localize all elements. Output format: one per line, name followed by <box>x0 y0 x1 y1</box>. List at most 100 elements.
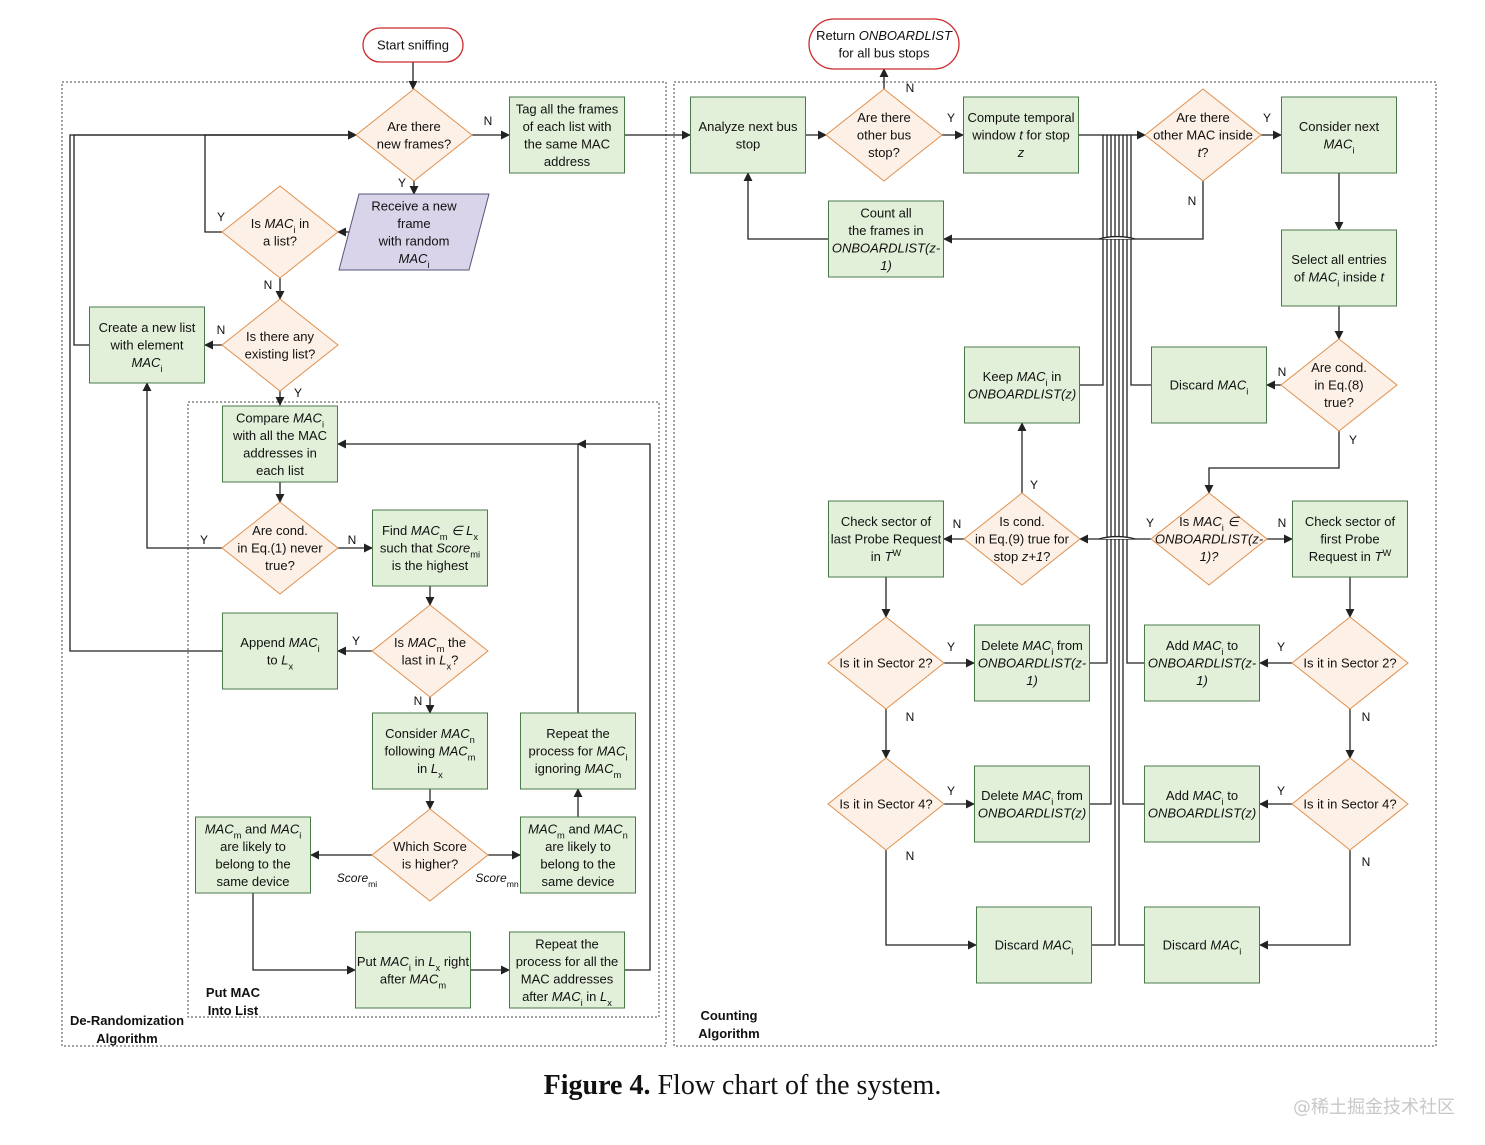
node-text: Are cond. <box>252 523 308 538</box>
node-text: belong to the <box>215 856 290 871</box>
node-text: Is it in Sector 2? <box>839 656 932 671</box>
node-text: Append MACi <box>240 635 319 654</box>
node-d_s2L: Is it in Sector 2? <box>827 616 945 710</box>
node-text: Are cond. <box>1311 360 1367 375</box>
node-text: Compute temporal <box>968 110 1075 125</box>
node-text: ONBOARDLIST(z) <box>968 386 1076 401</box>
node-text: addresses in <box>243 445 317 460</box>
node-text: MACi <box>399 251 430 270</box>
edge-label: Y <box>947 640 955 654</box>
node-text: process for MACi <box>529 744 628 763</box>
node-text: MACm and MACi <box>205 821 302 840</box>
node-text: Create a new list <box>99 320 196 335</box>
node-text: Put MACi in Lx right <box>357 954 470 973</box>
node-text: Check sector of <box>841 514 932 529</box>
node-text: stop z+1? <box>994 549 1051 564</box>
node-text: other MAC inside <box>1153 128 1253 143</box>
flow-arrow <box>73 130 357 346</box>
node-text: of MACi inside t <box>1294 269 1386 288</box>
node-text: MACi <box>132 355 163 374</box>
node-text: Are there <box>1176 110 1229 125</box>
edge-label: Y <box>352 634 360 648</box>
node-text: ignoring MACm <box>535 761 622 780</box>
edge-label: Y <box>1146 516 1154 530</box>
edge-label: Y <box>947 784 955 798</box>
node-d_s4L: Is it in Sector 4? <box>827 757 945 851</box>
loop-back-line <box>1089 135 1108 664</box>
loop-back-line <box>1126 135 1145 664</box>
node-text: frame <box>397 216 430 231</box>
node-text: for all bus stops <box>838 45 930 60</box>
container-put_mac-title: Put MAC <box>206 985 261 1000</box>
node-text: Are there <box>857 110 910 125</box>
flow-arrow <box>252 893 356 975</box>
node-text: Is cond. <box>999 514 1045 529</box>
container-put_mac <box>187 401 660 1018</box>
node-d_eq8: Are cond.in Eq.(8)true? <box>1280 338 1398 432</box>
edge-label: Y <box>947 111 955 125</box>
node-text: Which Score <box>393 839 467 854</box>
node-d_score: Which Score is higher? <box>371 808 489 902</box>
node-text: address <box>544 154 591 169</box>
node-text: 1) <box>880 258 892 273</box>
node-text: are likely to <box>545 839 611 854</box>
node-text: are likely to <box>220 839 286 854</box>
node-text: Is it in Sector 2? <box>1303 656 1396 671</box>
edge-label: Y <box>1277 784 1285 798</box>
node-text: Add MACi to <box>1166 638 1238 657</box>
node-text: Compare MACi <box>236 410 324 429</box>
node-text: stop <box>736 136 761 151</box>
node-text: in Eq.(1) never <box>237 541 323 556</box>
node-text: Tag all the frames <box>516 101 619 116</box>
loop-back-line <box>1122 135 1145 805</box>
edge-label: Y <box>294 386 302 400</box>
edge-label: N <box>906 849 915 863</box>
node-d_inlist: Is MACi ina list? <box>221 185 339 279</box>
node-text: Repeat the <box>546 726 610 741</box>
edge-label: Y <box>1349 433 1357 447</box>
edge-label: Scoremn <box>475 871 519 889</box>
node-text: ONBOARDLIST(z) <box>978 805 1086 820</box>
node-text: with random <box>378 233 450 248</box>
loop-back-line <box>1118 135 1145 946</box>
node-text: z <box>1017 145 1025 160</box>
node-text: Repeat the <box>535 936 599 951</box>
flow-arrow <box>1204 431 1340 494</box>
node-text: 1) <box>1026 673 1038 688</box>
edge-label: N <box>1188 194 1197 208</box>
container-put_mac-title: Into List <box>208 1003 259 1018</box>
edge-label: N <box>484 114 493 128</box>
node-text: Consider next <box>1299 119 1380 134</box>
node-text: Request in TW <box>1309 548 1392 564</box>
node-text: Count all <box>860 205 911 220</box>
edge-label: Y <box>217 210 225 224</box>
figure-label: Figure 4. <box>543 1070 651 1101</box>
node-text: 1)? <box>1200 549 1220 564</box>
node-d_s2R: Is it in Sector 2? <box>1291 616 1409 710</box>
container-derandomization-title: De-Randomization <box>70 1013 184 1028</box>
node-text: Is MACm the <box>394 635 466 654</box>
node-text: true? <box>265 558 295 573</box>
node-text: in Eq.(8) <box>1314 378 1363 393</box>
node-text: existing list? <box>245 346 316 361</box>
edge-label: N <box>414 694 423 708</box>
node-text: following MACm <box>385 744 476 763</box>
node-text: MAC addresses <box>521 971 614 986</box>
edge-label: Scoremi <box>337 871 378 889</box>
node-text: Consider MACn <box>385 726 475 745</box>
node-text: ONBOARDLIST(z) <box>1148 805 1256 820</box>
node-text: ONBOARDLIST(z- <box>832 240 941 255</box>
node-text: is higher? <box>402 856 458 871</box>
